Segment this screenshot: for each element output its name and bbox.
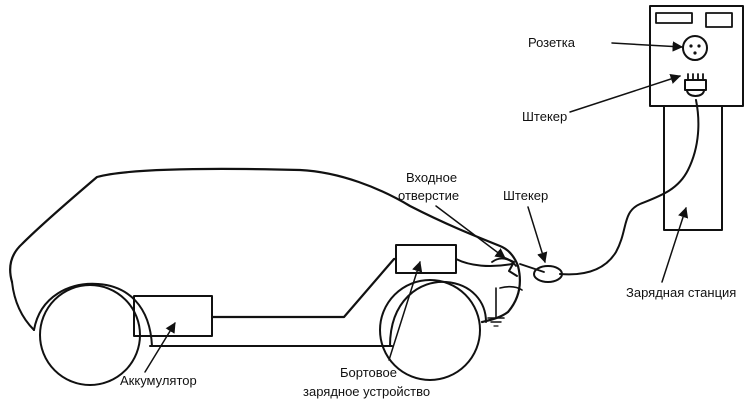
station-display-left (655, 12, 693, 24)
rear-wheel (39, 284, 141, 386)
onboard-charger-label-line2: зарядное устройство (303, 384, 430, 399)
battery-charger-wire (210, 257, 398, 319)
front-wheel (379, 279, 481, 381)
socket-pin-2 (697, 44, 701, 48)
station-plug (684, 73, 707, 97)
cable-plug-link (519, 263, 545, 273)
charging-cable (559, 99, 700, 276)
car-body-outline (9, 167, 521, 324)
inlet-port (504, 257, 518, 277)
socket-leader (611, 41, 684, 52)
charging-station-leader (661, 207, 689, 283)
car (9, 167, 523, 386)
charging-station-label: Зарядная станция (626, 285, 736, 300)
socket-label: Розетка (528, 35, 576, 50)
inlet-leader (435, 205, 506, 259)
battery-leader (144, 322, 176, 373)
station-pillar (663, 105, 723, 231)
front-grille (499, 285, 523, 291)
station-plug-leader (569, 73, 681, 113)
station-socket (682, 35, 708, 61)
charging-station (649, 5, 744, 231)
station-display-right (705, 12, 733, 28)
socket-pin-1 (689, 44, 693, 48)
station-plug-label: Штекер (522, 109, 567, 124)
charger-inlet-wire (455, 258, 513, 268)
onboard-charger-box (395, 244, 457, 274)
onboard-charger-leader (388, 260, 423, 361)
battery-label: Аккумулятор (120, 373, 197, 388)
car-rear-bumper (11, 281, 35, 331)
cable-plug-label: Штекер (503, 188, 548, 203)
station-head (649, 5, 744, 107)
cable-plug (533, 265, 563, 283)
inlet-label-line2: отверстие (398, 188, 459, 203)
rear-wheel-arch (33, 282, 153, 347)
inlet-label-line1: Входное (406, 170, 457, 185)
front-wheel-arch (389, 280, 487, 347)
cable-plug-leader (527, 206, 548, 264)
onboard-charger-label-line1: Бортовое (340, 365, 397, 380)
socket-pin-3 (693, 51, 697, 55)
ground-symbol (487, 287, 505, 327)
